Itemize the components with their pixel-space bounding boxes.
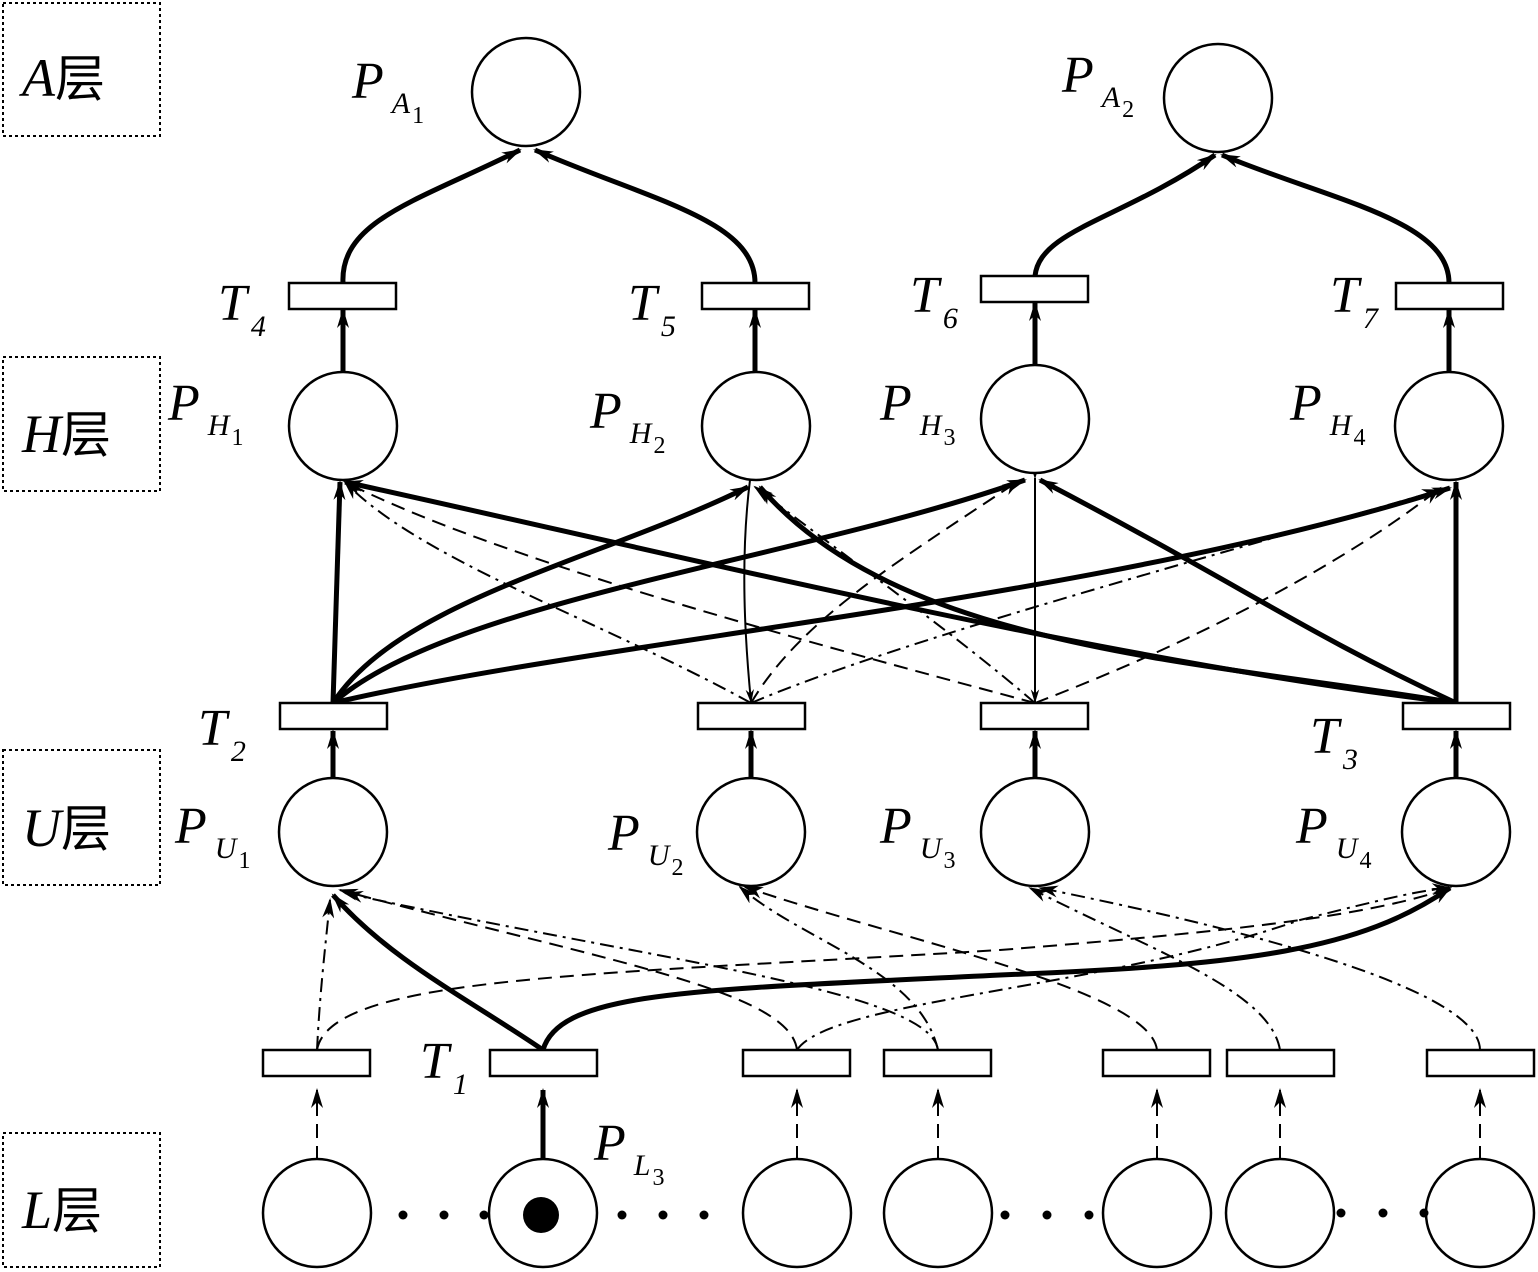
transition-t5 [700,281,811,311]
layer-label-h: H层 [2,356,161,492]
transition-t4 [287,281,398,311]
place-a1 [470,36,582,148]
transition [1425,1048,1536,1078]
place-a2 [1162,42,1274,154]
layer-label-a: A层 [2,2,161,137]
place-h2 [700,370,812,482]
arcs-h-to-transitions [337,301,1455,373]
ellipsis-dots [398,1208,1429,1220]
place-u4 [1400,776,1512,888]
svg-text:A层: A层 [19,48,105,108]
place-l [1224,1157,1336,1269]
transitions [261,274,1536,1078]
transition-t1 [488,1048,599,1078]
places [261,36,1536,1269]
transition-t7 [1394,281,1505,311]
arcs-l-to-transitions [311,1088,1486,1160]
place-l1 [261,1157,373,1269]
transition-t6 [979,274,1090,304]
place-u2 [695,776,807,888]
place-h3 [979,363,1091,475]
place-l [741,1157,853,1269]
svg-text:H层: H层 [21,404,111,464]
arcs-transitions-to-h [330,465,1462,706]
place-l [882,1157,994,1269]
place-l [1424,1157,1536,1269]
arcs-transitions-to-a [340,147,1452,284]
transition [979,701,1090,731]
place-u1 [277,776,389,888]
arcs-transitions-to-u [316,883,1481,1053]
transition [882,1048,993,1078]
transition-t2 [278,701,389,731]
transition-t3 [1401,701,1512,731]
arcs-u-to-transitions [327,729,1462,778]
svg-text:U层: U层 [22,798,111,858]
token [523,1197,559,1233]
transition [1225,1048,1336,1078]
layer-label-u: U层 [2,749,161,886]
transition [1101,1048,1212,1078]
place-h1 [287,370,399,482]
transition [696,701,807,731]
place-h4 [1393,370,1505,482]
place-l [1101,1157,1213,1269]
transition [261,1048,372,1078]
transition [741,1048,852,1078]
svg-text:L层: L层 [21,1180,102,1240]
place-u3 [979,776,1091,888]
layer-label-l: L层 [2,1132,161,1268]
